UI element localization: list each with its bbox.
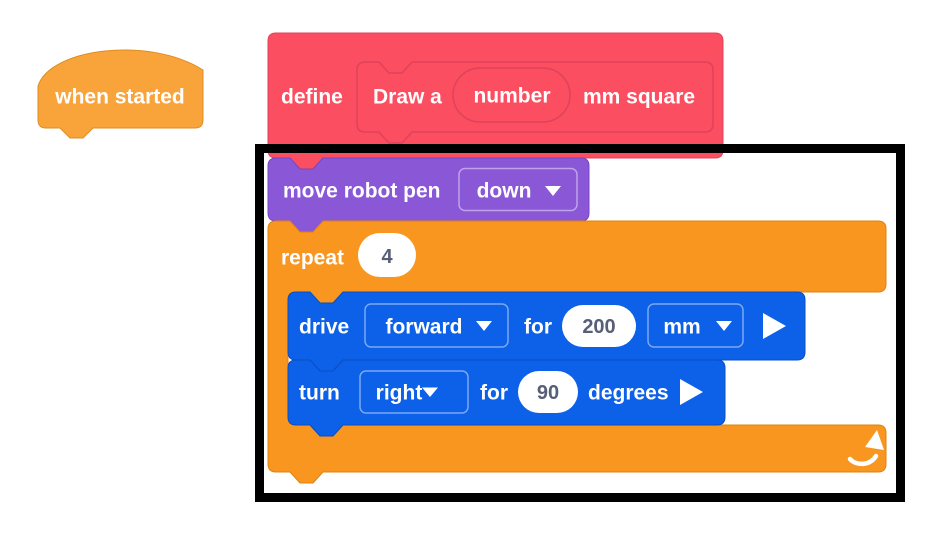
turn-label: turn xyxy=(299,382,340,405)
play-triangle-icon xyxy=(680,379,703,405)
turn-for-label: for xyxy=(480,382,508,405)
move-robot-pen-block[interactable]: move robot pen down xyxy=(267,157,590,233)
turn-unit-label: degrees xyxy=(588,382,669,405)
drive-block[interactable]: drive forward for 200 mm xyxy=(287,291,806,372)
repeat-block[interactable]: repeat 4 xyxy=(267,220,887,484)
pen-position-value: down xyxy=(477,180,532,203)
turn-angle-value: 90 xyxy=(537,382,559,404)
drive-unit-value: mm xyxy=(663,316,700,339)
drive-direction-dropdown[interactable]: forward xyxy=(364,303,509,348)
when-started-block[interactable]: when started xyxy=(37,49,204,139)
drive-for-label: for xyxy=(524,316,552,339)
highlight-border xyxy=(255,144,905,502)
define-block[interactable]: define Draw a number mm square xyxy=(267,32,724,170)
drive-direction-value: forward xyxy=(385,316,462,339)
turn-direction-dropdown[interactable]: right xyxy=(359,370,469,414)
drive-distance-value: 200 xyxy=(582,316,615,338)
move-robot-pen-label: move robot pen xyxy=(283,180,441,203)
repeat-label: repeat xyxy=(281,247,344,270)
define-name-prefix: Draw a xyxy=(373,86,442,109)
chevron-down-icon xyxy=(476,321,492,331)
play-triangle-icon xyxy=(763,313,786,339)
turn-direction-value: right xyxy=(376,382,423,405)
pen-position-dropdown[interactable]: down xyxy=(458,167,578,212)
chevron-down-icon xyxy=(716,321,732,331)
chevron-down-icon xyxy=(422,387,438,397)
define-parameter-label: number xyxy=(473,85,550,108)
define-name-suffix: mm square xyxy=(583,86,695,109)
drive-unit-dropdown[interactable]: mm xyxy=(647,303,744,348)
turn-block[interactable]: turn right for 90 degrees xyxy=(287,359,726,437)
chevron-down-icon xyxy=(545,186,561,196)
loop-arrow-icon xyxy=(847,430,884,467)
drive-label: drive xyxy=(299,316,349,339)
define-keyword: define xyxy=(281,86,343,109)
drive-distance-input[interactable] xyxy=(562,305,636,347)
define-prototype-outline xyxy=(356,61,714,144)
when-started-label: when started xyxy=(54,86,185,109)
turn-angle-input[interactable] xyxy=(518,371,578,413)
repeat-count-input[interactable] xyxy=(358,233,416,277)
define-parameter-oval[interactable] xyxy=(452,67,571,123)
repeat-count-value: 4 xyxy=(381,246,393,268)
